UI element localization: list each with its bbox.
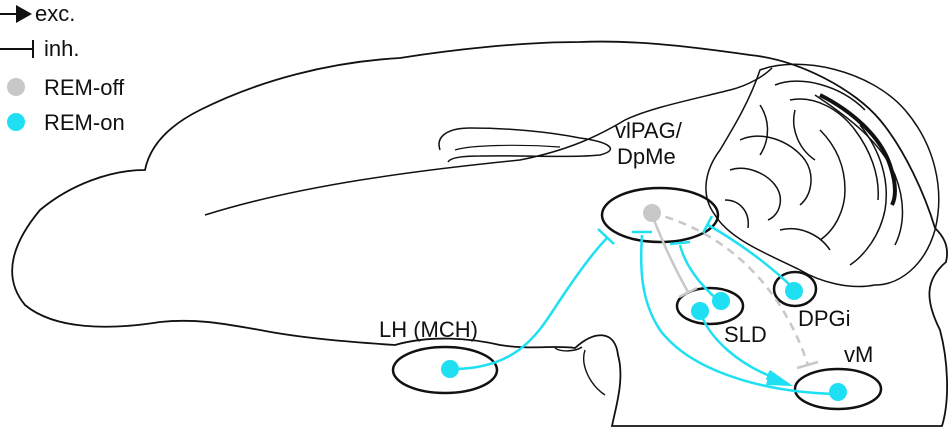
cerebellum — [705, 63, 940, 288]
hippocampus-outline — [438, 127, 612, 163]
sld-to-vm-arrowhead — [766, 370, 793, 386]
vm-region — [793, 367, 883, 411]
brainstem-line-2 — [554, 346, 583, 352]
lh-label: LH (MCH) — [379, 317, 478, 342]
hippocampus-inner — [454, 144, 561, 151]
brain-outline — [11, 40, 948, 427]
legend-rem-off-label: REM-off — [44, 75, 125, 100]
sld-to-vm-excitatory — [698, 311, 777, 380]
legend-excitatory-arrow-icon — [16, 5, 32, 23]
vm-rem-on-dot — [829, 383, 847, 401]
legend: exc. inh. REM-off REM-on — [0, 1, 125, 135]
legend-inhibitory-label: inh. — [44, 36, 79, 61]
legend-rem-on-dot-icon — [7, 113, 25, 131]
legend-rem-on-label: REM-on — [44, 110, 125, 135]
vlpag-label-line1: vlPAG/ — [615, 118, 683, 143]
dpgi-to-vlpag-bar — [701, 215, 714, 234]
lh-to-vlpag-inhibitory — [449, 236, 609, 371]
dpgi-region — [772, 270, 818, 308]
vlpag-to-vm-bar — [796, 360, 819, 370]
dpgi-rem-on-dot — [785, 282, 803, 300]
legend-excitatory-label: exc. — [35, 1, 75, 26]
vlpag-to-sld-bar — [678, 286, 698, 299]
vlpag-label-line2: DpMe — [617, 144, 676, 169]
vm-to-vlpag-inhibitory — [639, 234, 837, 396]
sld-label: SLD — [724, 322, 767, 347]
vlpag-region — [600, 186, 720, 244]
sld-rem-on-dot-1 — [712, 292, 730, 310]
cerebellum-folium — [819, 93, 897, 206]
legend-rem-off-dot-icon — [7, 78, 25, 96]
lh-to-vlpag-bar — [597, 228, 615, 245]
cortex-boundary — [204, 67, 773, 216]
vm-label: vM — [844, 342, 873, 367]
vlpag-rem-off-dot — [643, 204, 661, 222]
sld-to-vlpag-inhibitory — [678, 244, 719, 301]
dpgi-label: DPGi — [798, 306, 851, 331]
sld-to-vlpag-bar — [669, 240, 691, 246]
sld-rem-on-dot-2 — [691, 302, 709, 320]
dpgi-to-vlpag-inhibitory — [707, 223, 794, 289]
lh-rem-on-dot — [441, 360, 459, 378]
sld-region — [675, 286, 745, 326]
lh-region — [391, 345, 499, 395]
brainstem-line — [583, 349, 606, 396]
